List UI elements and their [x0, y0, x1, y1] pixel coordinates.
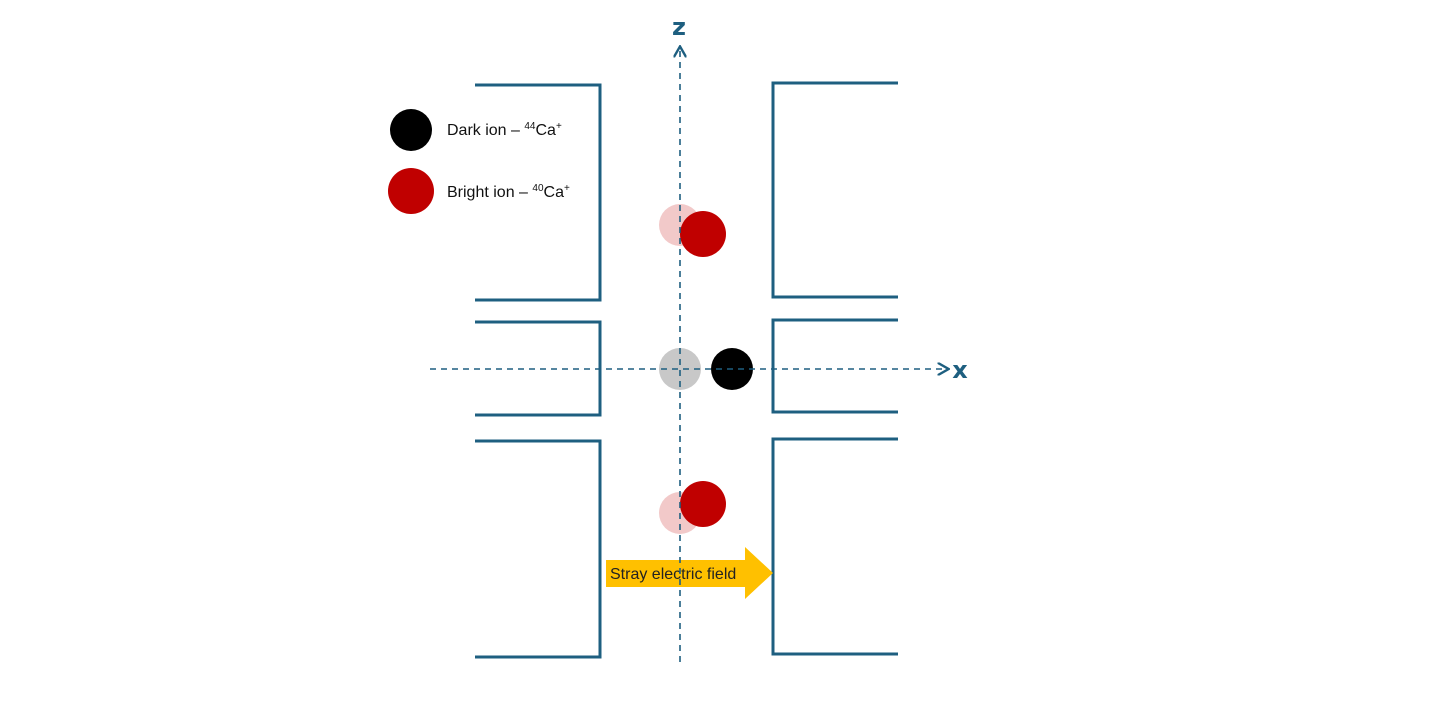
dark-ion-mass: 44 [524, 121, 536, 132]
bright-ion-mass: 40 [532, 183, 544, 194]
stray-field-arrow: Stray electric field [606, 547, 773, 599]
bright-ion-displaced-bottom [680, 481, 726, 527]
dark-ion-charge: + [556, 121, 562, 132]
bright-ion-element: Ca [544, 184, 565, 201]
right-middle-electrode [771, 318, 898, 414]
bright-ion-swatch [388, 168, 434, 214]
dark-ion-legend-label: Dark ion – 44Ca+ [447, 121, 562, 139]
right-top-electrode [771, 81, 898, 299]
stray-field-label: Stray electric field [610, 566, 736, 583]
left-electrodes [475, 83, 602, 659]
left-bottom-electrode [475, 439, 602, 659]
bright-ion-text: Bright ion – [447, 184, 532, 201]
arrow-shape [606, 547, 773, 599]
dark-ion-element: Ca [536, 122, 557, 139]
bright-ion-displaced-top [680, 211, 726, 257]
left-middle-electrode [475, 320, 602, 417]
dark-ion-text: Dark ion – [447, 122, 524, 139]
z-axis-label: z [672, 13, 686, 41]
right-bottom-electrode [771, 437, 898, 656]
legend: Dark ion – 44Ca+ Bright ion – 40Ca+ [388, 109, 570, 214]
x-axis-label: x [952, 356, 968, 384]
right-electrodes [771, 81, 898, 656]
dark-ion-original [659, 348, 701, 390]
dark-ion-swatch [390, 109, 432, 151]
bright-ion-charge: + [564, 183, 570, 194]
bright-ion-legend-label: Bright ion – 40Ca+ [447, 183, 570, 201]
left-top-electrode [475, 83, 602, 302]
